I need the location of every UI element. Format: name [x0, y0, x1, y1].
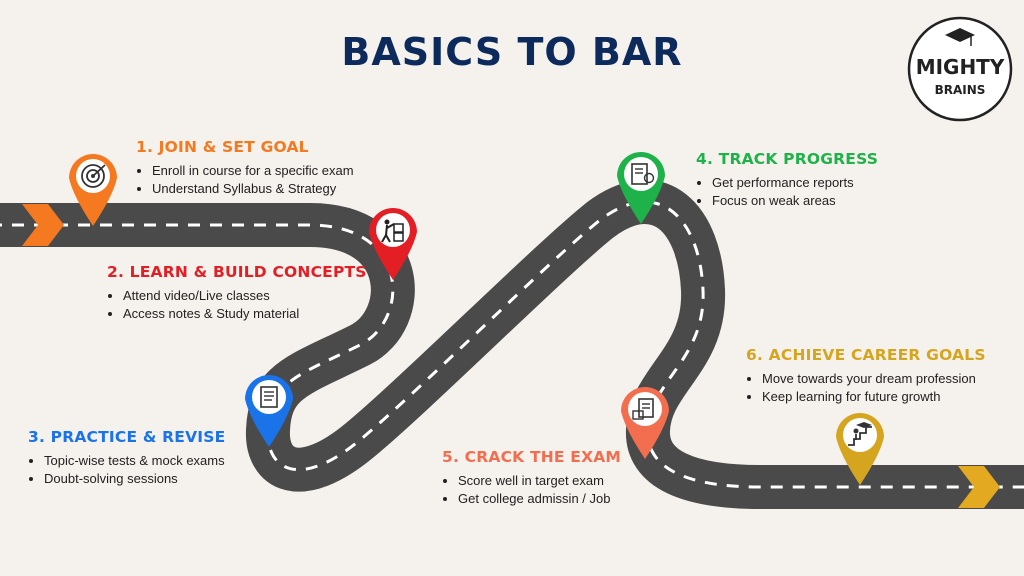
- step-2-heading: 2. LEARN & BUILD CONCEPTS: [107, 263, 367, 281]
- step-4-bullet-2: Focus on weak areas: [712, 192, 878, 210]
- pin-3: [245, 375, 293, 447]
- clipboard-chart-icon: [631, 163, 655, 185]
- step-3: 3. PRACTICE & REVISE Topic-wise tests & …: [28, 428, 225, 488]
- step-6: 6. ACHIEVE CAREER GOALS Move towards you…: [746, 346, 986, 406]
- end-arrow: [958, 466, 1000, 508]
- step-6-heading: 6. ACHIEVE CAREER GOALS: [746, 346, 986, 364]
- pin-6: [836, 413, 884, 485]
- step-5-bullet-1: Score well in target exam: [458, 472, 621, 490]
- logo-line2: BRAINS: [935, 83, 986, 97]
- step-6-bullet-2: Keep learning for future growth: [762, 388, 986, 406]
- step-5-bullet-2: Get college admissin / Job: [458, 490, 621, 508]
- mighty-brains-logo: MIGHTY BRAINS: [907, 16, 1013, 122]
- step-2-bullet-1: Attend video/Live classes: [123, 287, 367, 305]
- step-4-bullet-1: Get performance reports: [712, 174, 878, 192]
- graduation-cap-icon: [945, 28, 975, 42]
- pin-2: [369, 208, 417, 280]
- step-1-bullet-2: Understand Syllabus & Strategy: [152, 180, 354, 198]
- pin-1: [69, 154, 117, 226]
- pin-5: [621, 387, 669, 459]
- step-5: 5. CRACK THE EXAM Score well in target e…: [442, 448, 621, 508]
- step-3-bullet-2: Doubt-solving sessions: [44, 470, 225, 488]
- step-1-bullet-1: Enroll in course for a specific exam: [152, 162, 354, 180]
- target-icon: [81, 164, 106, 188]
- step-6-bullet-1: Move towards your dream profession: [762, 370, 986, 388]
- pin-4: [617, 152, 665, 224]
- exam-paper-icon: [632, 398, 654, 420]
- step-5-heading: 5. CRACK THE EXAM: [442, 448, 622, 466]
- graduate-stairs-icon: [848, 422, 872, 446]
- step-1: 1. JOIN & SET GOAL Enroll in course for …: [136, 138, 354, 198]
- step-4-heading: 4. TRACK PROGRESS: [696, 150, 879, 168]
- page-title: BASICS TO BAR: [341, 30, 683, 74]
- document-icon: [260, 386, 278, 408]
- road-center-line: [0, 200, 1024, 489]
- step-3-heading: 3. PRACTICE & REVISE: [28, 428, 226, 446]
- step-2-bullet-2: Access notes & Study material: [123, 305, 367, 323]
- step-2: 2. LEARN & BUILD CONCEPTS Attend video/L…: [107, 263, 367, 323]
- step-3-bullet-1: Topic-wise tests & mock exams: [44, 452, 225, 470]
- step-4: 4. TRACK PROGRESS Get performance report…: [696, 150, 878, 210]
- step-1-heading: 1. JOIN & SET GOAL: [136, 138, 309, 156]
- logo-line1: MIGHTY: [916, 55, 1005, 79]
- puzzle-person-icon: [381, 219, 404, 243]
- start-arrow: [22, 204, 64, 246]
